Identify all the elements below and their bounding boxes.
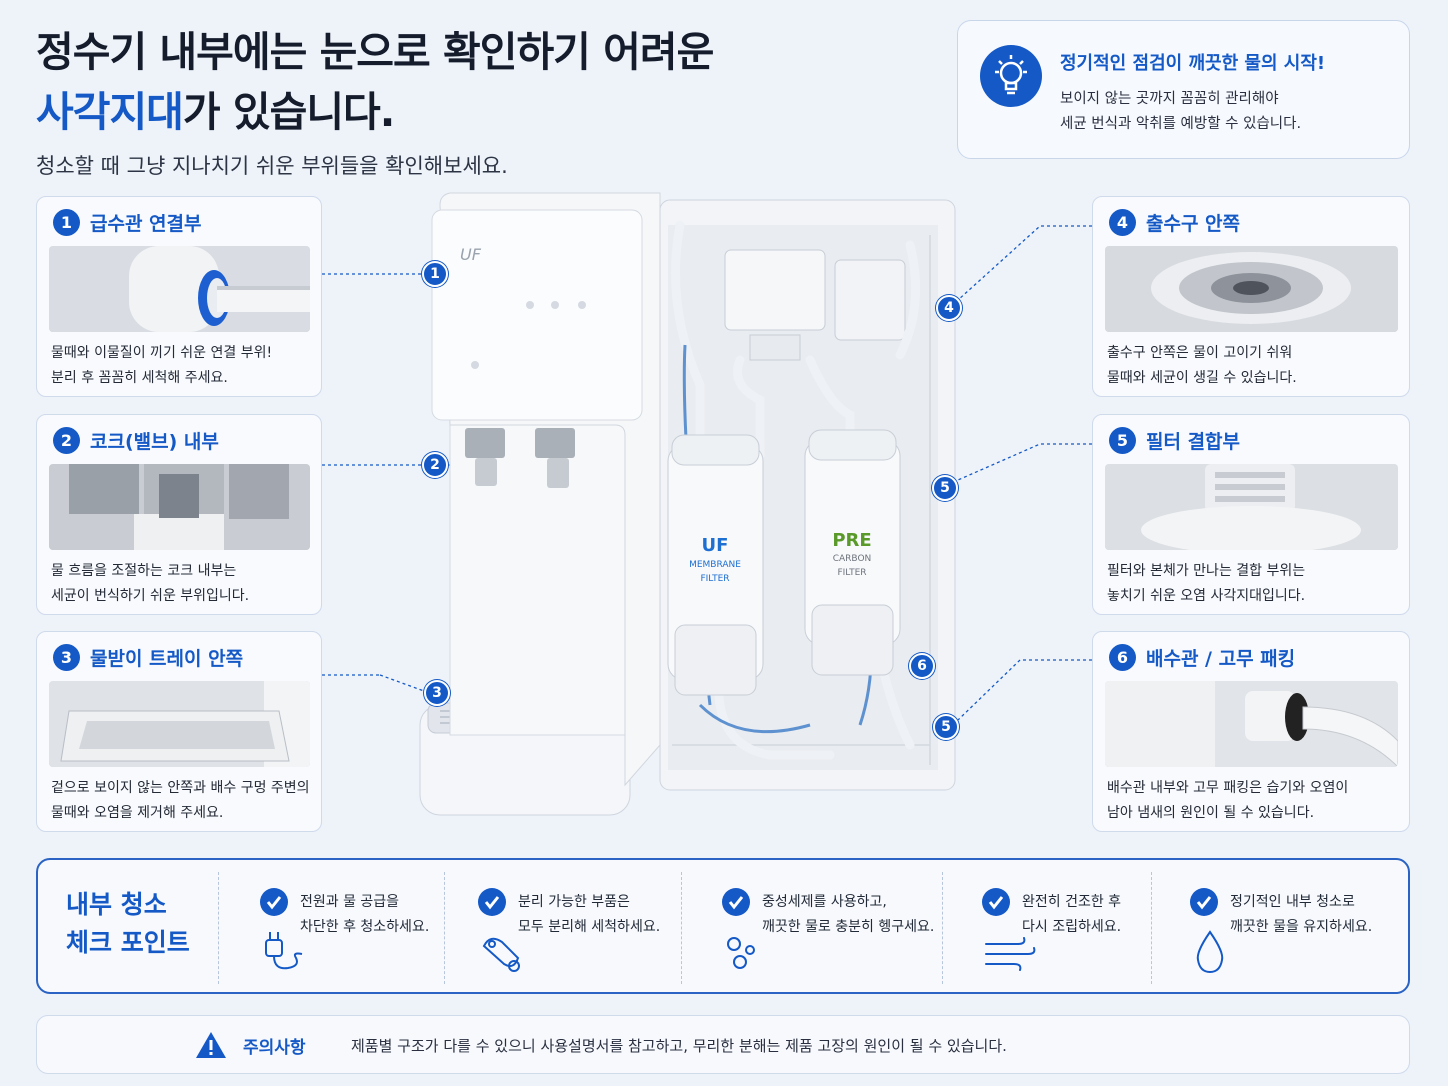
warning-title: 주의사항 xyxy=(243,1038,306,1058)
check-icon xyxy=(982,888,1010,916)
marker-4: 4 xyxy=(936,295,962,321)
marker-6: 6 xyxy=(909,653,935,679)
card-description: 겉으로 보이지 않는 안쪽과 배수 구멍 주변의 물때와 오염을 제거해 주세요… xyxy=(51,780,310,821)
check-icon xyxy=(260,888,288,916)
water-purifier-illustration: UF xyxy=(410,185,970,835)
headline-accent: 사각지대 xyxy=(36,88,184,136)
marker-1: 1 xyxy=(422,261,448,287)
card-title: 필터 결합부 xyxy=(1146,431,1241,453)
checkpoint-text: 분리 가능한 부품은 모두 분리해 세척하세요. xyxy=(518,894,661,935)
tip-body-line1: 보이지 않는 곳까지 꼼꼼히 관리해야 xyxy=(1060,91,1279,107)
filter2-line3: FILTER xyxy=(837,568,866,578)
valve-photo xyxy=(49,464,310,550)
cleaning-checkpoints: 내부 청소 체크 포인트 전원과 물 공급을 차단한 후 청소하세요. 분리 가… xyxy=(36,858,1410,994)
warning-text: 제품별 구조가 다를 수 있으니 사용설명서를 참고하고, 무리한 분해는 제품… xyxy=(351,1037,1007,1055)
card-number: 5 xyxy=(1109,427,1136,454)
tip-body: 보이지 않는 곳까지 꼼꼼히 관리해야 세균 번식과 악취를 예방할 수 있습니… xyxy=(1060,87,1301,137)
marker-5-lower: 5 xyxy=(933,714,959,740)
brand-logo: UF xyxy=(460,245,482,264)
checkpoint-text: 전원과 물 공급을 차단한 후 청소하세요. xyxy=(300,894,430,935)
card-number: 4 xyxy=(1109,209,1136,236)
checkpoints-label: 내부 청소 체크 포인트 xyxy=(66,890,190,957)
filter1-line2: MEMBRANE xyxy=(689,560,741,570)
water-drop-icon xyxy=(1192,928,1252,978)
card-number: 1 xyxy=(53,209,80,236)
filter1-line1: UF xyxy=(702,535,729,556)
marker-3: 3 xyxy=(424,680,450,706)
card-cock-valve: 2 코크(밸브) 내부 물 흐름을 조절하는 코크 내부는 세균이 번식하기 쉬운… xyxy=(36,414,322,615)
tip-body-line2: 세균 번식과 악취를 예방할 수 있습니다. xyxy=(1060,116,1302,132)
divider xyxy=(942,872,943,984)
divider xyxy=(681,872,682,984)
check-icon xyxy=(478,888,506,916)
warning-bar: 주의사항 제품별 구조가 다를 수 있으니 사용설명서를 참고하고, 무리한 분… xyxy=(36,1015,1410,1074)
divider xyxy=(1151,872,1152,984)
card-description: 필터와 본체가 만나는 결합 부위는 놓치기 쉬운 오염 사각지대입니다. xyxy=(1107,563,1306,604)
card-description: 배수관 내부와 고무 패킹은 습기와 오염이 남아 냄새의 원인이 될 수 있습… xyxy=(1107,780,1349,821)
filter2-line2: CARBON xyxy=(833,554,872,564)
tip-box: 정기적인 점검이 깨끗한 물의 시작! 보이지 않는 곳까지 꼼꼼히 관리해야 … xyxy=(957,20,1410,159)
checkpoint-text: 정기적인 내부 청소로 깨끗한 물을 유지하세요. xyxy=(1230,894,1373,935)
card-filter-joint: 5 필터 결합부 필터와 본체가 만나는 결합 부위는 놓치기 쉬운 오염 사각지… xyxy=(1092,414,1410,615)
filter2-line1: PRE xyxy=(832,530,871,551)
card-drain-hose: 6 배수관 / 고무 패킹 배수관 내부와 고무 패킹은 습기와 오염이 남아 냄… xyxy=(1092,631,1410,832)
tray-photo xyxy=(49,681,310,767)
headline-subtitle: 청소할 때 그냥 지나치기 쉬운 부위들을 확인해보세요. xyxy=(36,154,508,178)
card-title: 출수구 안쪽 xyxy=(1146,213,1241,235)
marker-2: 2 xyxy=(422,452,448,478)
card-outlet: 4 출수구 안쪽 출수구 안쪽은 물이 고이기 쉬워 물때와 세균이 생길 수 있… xyxy=(1092,196,1410,397)
inlet-photo xyxy=(49,246,310,332)
checkpoint-text: 중성세제를 사용하고, 깨끗한 물로 충분히 헹구세요. xyxy=(762,894,935,935)
drain-photo xyxy=(1105,681,1398,767)
check-icon xyxy=(722,888,750,916)
card-water-inlet: 1 급수관 연결부 물때와 이물질이 끼기 쉬운 연결 부위! 분리 후 꼼꼼히 … xyxy=(36,196,322,397)
card-description: 물때와 이물질이 끼기 쉬운 연결 부위! 분리 후 꼼꼼히 세척해 주세요. xyxy=(51,345,273,386)
card-title: 급수관 연결부 xyxy=(90,213,202,235)
filter-joint-photo xyxy=(1105,464,1398,550)
checkpoint-text: 완전히 건조한 후 다시 조립하세요. xyxy=(1022,894,1122,935)
card-description: 물 흐름을 조절하는 코크 내부는 세균이 번식하기 쉬운 부위입니다. xyxy=(51,563,250,604)
card-title: 배수관 / 고무 패킹 xyxy=(1146,648,1296,670)
outlet-photo xyxy=(1105,246,1398,332)
card-description: 출수구 안쪽은 물이 고이기 쉬워 물때와 세균이 생길 수 있습니다. xyxy=(1107,345,1297,386)
plug-icon xyxy=(262,928,322,978)
marker-5: 5 xyxy=(932,475,958,501)
part-icon xyxy=(480,928,540,978)
divider xyxy=(218,872,219,984)
headline-line2: 가 있습니다. xyxy=(182,88,395,136)
filter1-line3: FILTER xyxy=(700,574,729,584)
bubbles-icon xyxy=(724,928,784,978)
headline-title: 정수기 내부에는 눈으로 확인하기 어려운 사각지대가 있습니다. xyxy=(36,22,936,142)
card-number: 2 xyxy=(53,427,80,454)
headline-line1: 정수기 내부에는 눈으로 확인하기 어려운 xyxy=(36,28,714,76)
card-number: 3 xyxy=(53,644,80,671)
divider xyxy=(444,872,445,984)
check-icon xyxy=(1190,888,1218,916)
lightbulb-icon xyxy=(980,45,1042,107)
card-title: 물받이 트레이 안쪽 xyxy=(90,648,244,670)
headline: 정수기 내부에는 눈으로 확인하기 어려운 사각지대가 있습니다. 청소할 때 … xyxy=(36,22,936,180)
tip-title: 정기적인 점검이 깨끗한 물의 시작! xyxy=(1060,53,1326,74)
card-title: 코크(밸브) 내부 xyxy=(90,431,219,453)
card-number: 6 xyxy=(1109,644,1136,671)
warning-icon xyxy=(195,1030,227,1060)
wind-icon xyxy=(984,928,1044,978)
card-drip-tray: 3 물받이 트레이 안쪽 겉으로 보이지 않는 안쪽과 배수 구멍 주변의 물때와… xyxy=(36,631,322,832)
